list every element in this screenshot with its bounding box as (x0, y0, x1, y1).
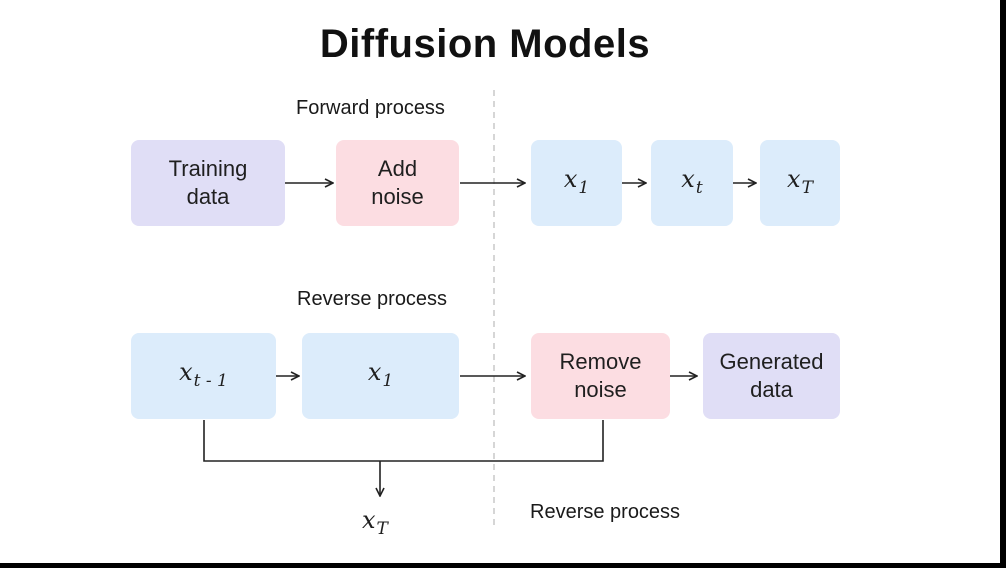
reverse-state-x1-box: x1 (302, 333, 459, 419)
add-noise-box: Add noise (336, 140, 459, 226)
state-x1-box: x1 (531, 140, 622, 226)
training-data-line-2: data (186, 184, 230, 209)
state-xT-symbol: xT (787, 164, 813, 198)
generated-data-line-2: data (750, 377, 793, 402)
state-xt-minus-1-symbol: xt - 1 (179, 357, 228, 391)
output-xT-symbol: xT (362, 506, 388, 539)
state-xt-symbol: xt (681, 164, 703, 198)
bracket-connector (203, 420, 604, 462)
remove-noise-box: Remove noise (531, 333, 670, 419)
training-data-line-1: Training (168, 156, 248, 181)
state-xt-box: xt (651, 140, 733, 226)
generated-data-line-1: Generated (719, 349, 824, 374)
reverse-state-x1-symbol: x1 (367, 357, 394, 391)
remove-noise-line-1: Remove (559, 349, 642, 374)
diagram-title: Diffusion Models (319, 22, 651, 66)
state-x1-symbol: x1 (563, 164, 590, 198)
state-xt-minus-1-box: xt - 1 (131, 333, 276, 419)
training-data-box: Training data (131, 140, 285, 226)
add-noise-line-1: Add (377, 156, 418, 181)
remove-noise-line-2: noise (574, 377, 627, 402)
generated-data-box: Generated data (703, 333, 840, 419)
reverse-process-bottom-label: Reverse process (530, 501, 681, 523)
reverse-process-label: Reverse process (297, 288, 448, 310)
forward-process-label: Forward process (296, 97, 445, 119)
state-xT-box: xT (760, 140, 840, 226)
add-noise-line-2: noise (371, 184, 424, 209)
